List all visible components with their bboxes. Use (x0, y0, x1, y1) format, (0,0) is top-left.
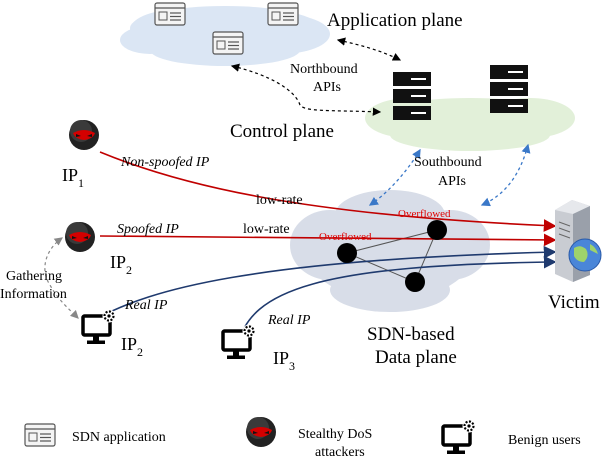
attack-flow-ip2 (99, 233, 557, 247)
benign-flow-ip3 (237, 255, 557, 346)
sdn-switch (337, 243, 357, 263)
attacker-icon (65, 222, 95, 252)
monitor-gear-icon (221, 322, 258, 361)
benign-flow-ip2 (97, 245, 557, 319)
attacker-icon (246, 417, 276, 447)
low-rate-label: low-rate (243, 222, 290, 237)
app-window-icon (24, 423, 56, 447)
sdn-switch (405, 272, 425, 292)
ip2-benign-annotation: Real IP (124, 298, 168, 313)
ip1-annotation: Non-spoofed IP (120, 155, 210, 170)
application-plane-label: Application plane (327, 10, 463, 31)
victim-label: Victim (548, 292, 600, 313)
southbound-label-line1: Southbound (414, 155, 482, 170)
monitor-gear-icon (81, 307, 118, 346)
gathering-arrow (44, 237, 79, 319)
ip1-label: IP1 (62, 165, 84, 190)
app-window-icon (212, 31, 244, 55)
sdn-switch (427, 220, 447, 240)
data-plane-label-line2: Data plane (375, 347, 457, 368)
northbound-label-line1: Northbound (290, 62, 358, 77)
legend-attackers-line2: attackers (315, 445, 365, 460)
gathering-label-line1: Gathering (6, 269, 62, 284)
app-window-icon (154, 2, 186, 26)
overflowed-label: Overflowed (398, 208, 451, 220)
attack-flow-ip1 (99, 151, 557, 232)
northbound-label-line2: APIs (313, 80, 341, 95)
app-window-icon (267, 2, 299, 26)
overflowed-label: Overflowed (319, 231, 372, 243)
ip2-attacker-label: IP2 (110, 252, 132, 277)
legend-sdn-app-label: SDN application (72, 430, 166, 445)
legend-attackers-line1: Stealthy DoS (298, 427, 372, 442)
monitor-gear-icon (441, 417, 478, 456)
northbound-arrow (336, 37, 402, 61)
server-rack-icon (489, 64, 529, 114)
ip3-benign-label: IP3 (273, 348, 295, 373)
southbound-label-line2: APIs (438, 174, 466, 189)
server-rack-icon (392, 71, 432, 121)
attacker-icon (69, 120, 99, 150)
control-plane-cloud (365, 98, 575, 151)
ip2-benign-label: IP2 (121, 334, 143, 359)
southbound-arrow (368, 148, 421, 206)
ip3-benign-annotation: Real IP (267, 313, 311, 328)
legend-benign-label: Benign users (508, 433, 581, 448)
southbound-arrow (480, 143, 531, 207)
data-plane-label-line1: SDN-based (367, 324, 455, 345)
data-plane-cloud (290, 190, 490, 312)
control-plane-label: Control plane (230, 121, 334, 142)
northbound-arrow (230, 63, 382, 116)
victim-server-icon (555, 200, 602, 282)
ip2-attacker-annotation: Spoofed IP (117, 222, 179, 237)
low-rate-label: low-rate (256, 193, 303, 208)
gathering-label-line2: Information (0, 287, 67, 302)
legend: SDN application Stealthy DoS attackers B… (24, 417, 581, 460)
